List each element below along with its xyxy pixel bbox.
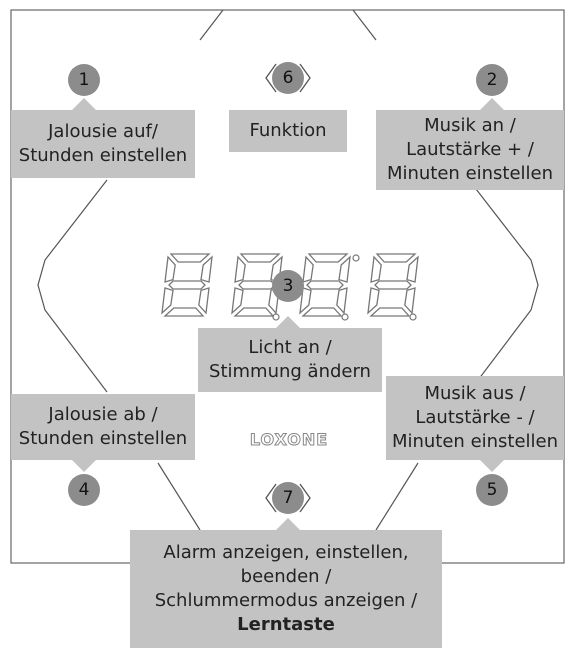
display-digit-3-segment-6 (302, 255, 314, 283)
callout-5-line2: Lautstärke - / (415, 407, 535, 428)
callout-4-line1: Jalousie ab / (48, 404, 158, 425)
callout-7-line2: beenden / (240, 566, 332, 587)
callout-3-licht-an: Licht an / Stimmung ändern (198, 328, 382, 392)
callout-3-line2: Stimmung ändern (209, 361, 371, 382)
callout-7-alarm: Alarm anzeigen, einstellen, beenden / Sc… (130, 530, 442, 648)
callout-4-line2: Stunden einstellen (18, 428, 188, 449)
display-digit-1-segment-4 (163, 307, 205, 317)
callout-7-line3: Schlummermodus anzeigen / (154, 590, 418, 611)
badge-3: 3 (272, 270, 304, 302)
callout-6-funktion: Funktion (229, 110, 347, 152)
display-digit-2-segment-5 (231, 287, 244, 315)
display-digit-4-segment-3 (404, 287, 416, 315)
callout-5-line1: Musik aus / (424, 383, 526, 404)
callout-5-musik-aus: Musik aus / Lautstärke - / Minuten einst… (386, 376, 564, 460)
display-digit-1-segment-1 (169, 253, 211, 263)
badge-7: 7 (272, 482, 304, 514)
callout-4-jalousie-ab: Jalousie ab / Stunden einstellen (11, 394, 195, 460)
display-digit-2-segment-4 (233, 307, 275, 317)
display-digit-4-segment-2 (406, 255, 419, 283)
callout-2-line3: Minuten einstellen (386, 163, 554, 184)
display-digit-1-segment-5 (161, 287, 174, 315)
display-digit-3-segment-1 (307, 253, 349, 263)
callout-1-line2: Stunden einstellen (18, 145, 188, 166)
display-digit-4-segment-6 (370, 255, 382, 283)
badge-1: 1 (68, 64, 100, 96)
display-digit-2-segment-6 (234, 255, 246, 283)
callout-3-line1: Licht an / (248, 337, 332, 358)
badge-4: 4 (68, 474, 100, 506)
display-digit-2-segment-1 (239, 253, 281, 263)
display-digit-1-segment-3 (198, 287, 210, 315)
callout-2-line2: Lautstärke + / (406, 139, 534, 160)
display-digit-3-segment-5 (299, 287, 312, 315)
loxone-logo: LOXONE (249, 430, 329, 450)
callout-1-line1: Jalousie auf/ (48, 121, 158, 142)
display-digit-3-segment-4 (301, 307, 343, 317)
callout-2-line1: Musik an / (424, 115, 516, 136)
badge-5: 5 (476, 474, 508, 506)
callout-5-line3: Minuten einstellen (391, 431, 559, 452)
display-digit-3-segment-7 (306, 280, 344, 290)
display-digit-1-segment-6 (164, 255, 176, 283)
display-digit-4-segment-4 (369, 307, 411, 317)
callout-6-line1: Funktion (249, 120, 327, 141)
badge-2: 2 (476, 64, 508, 96)
display-digit-1-segment-2 (200, 255, 213, 283)
callout-2-musik-an: Musik an / Lautstärke + / Minuten einste… (376, 110, 564, 190)
display-digit-3-segment-3 (336, 287, 348, 315)
display-digit-1-segment-7 (168, 280, 206, 290)
display-digit-4-segment-7 (374, 280, 412, 290)
callout-1-jalousie-auf: Jalousie auf/ Stunden einstellen (11, 110, 195, 178)
callout-7-line1: Alarm anzeigen, einstellen, (163, 542, 409, 563)
callout-7-line4: Lerntaste (237, 614, 335, 635)
display-digit-2-segment-7 (238, 280, 276, 290)
display-digit-4-segment-1 (375, 253, 417, 263)
display-digit-4-segment-5 (367, 287, 380, 315)
badge-6: 6 (272, 62, 304, 94)
display-digit-3-segment-2 (338, 255, 351, 283)
